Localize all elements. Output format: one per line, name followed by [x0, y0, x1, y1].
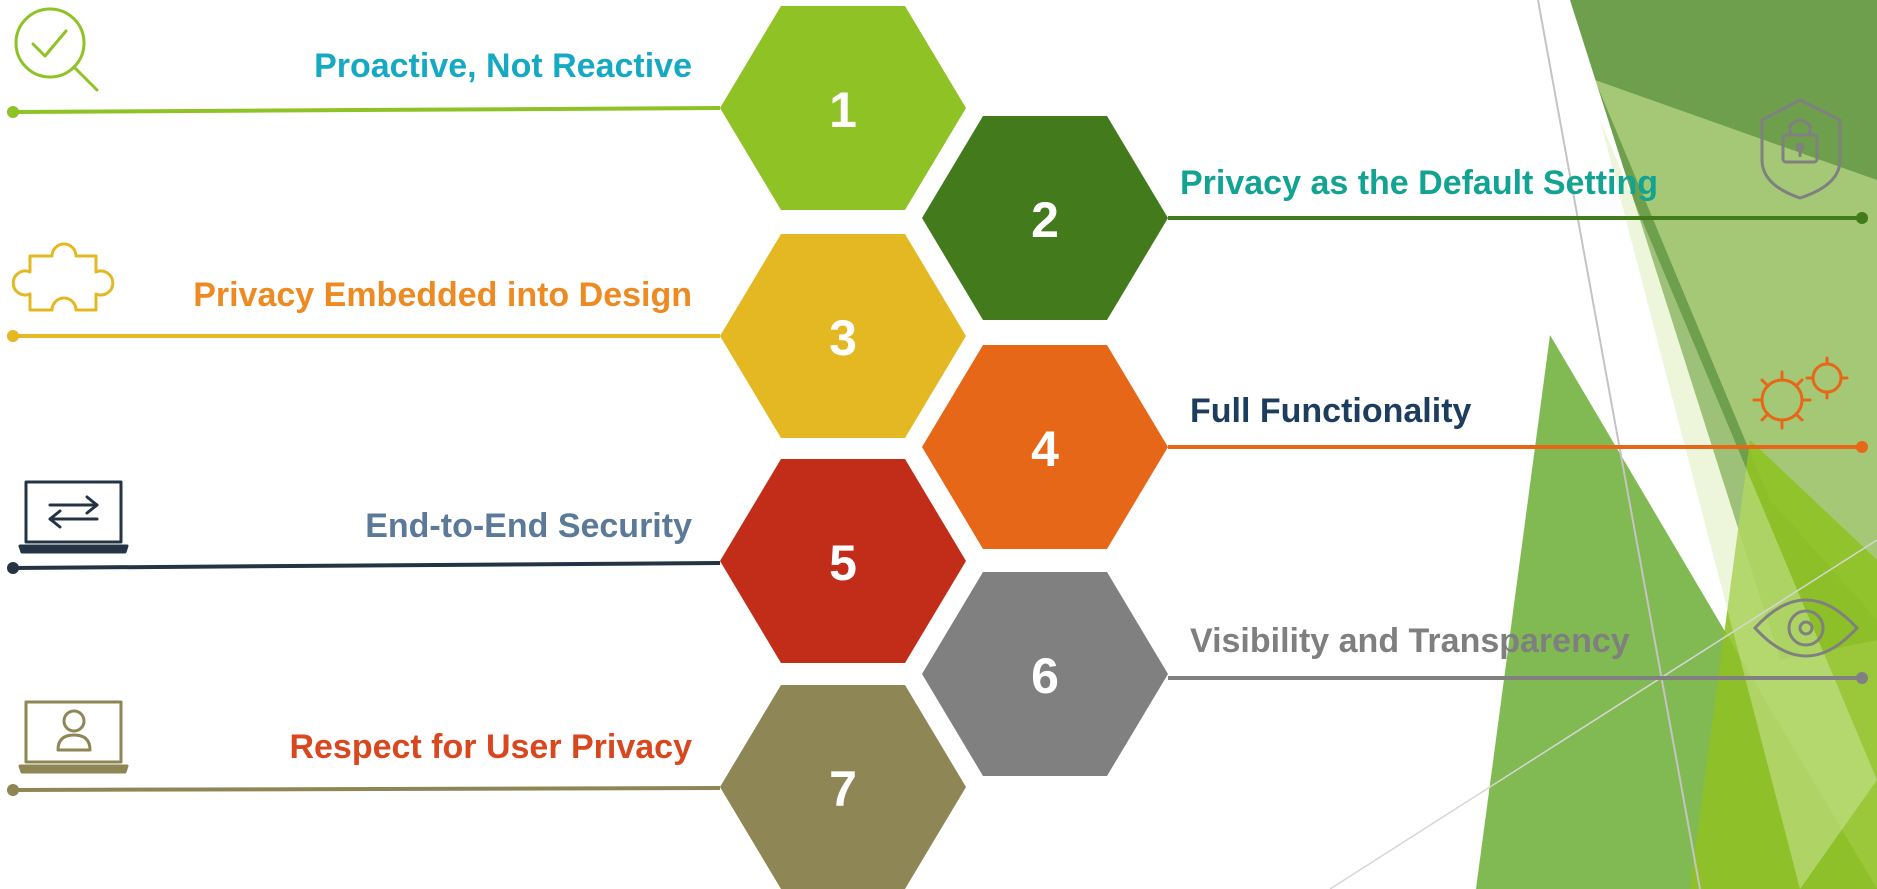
- hexagon-7: 7: [720, 685, 966, 889]
- connector-line-1: [7, 106, 721, 118]
- hexagon-number: 6: [1031, 648, 1059, 704]
- principle-label-4: Full Functionality: [1190, 392, 1472, 430]
- hexagon-4: 4: [922, 345, 1168, 549]
- bg-triangle-palegreen: [1600, 120, 1877, 889]
- principle-label-3: Privacy Embedded into Design: [193, 276, 692, 314]
- hexagon-shape: [922, 345, 1168, 549]
- hexagon-shape: [922, 572, 1168, 776]
- principle-label-6: Visibility and Transparency: [1190, 622, 1630, 660]
- connector-line-2: [1168, 212, 1868, 224]
- bg-triangle-limegreen: [1690, 440, 1877, 889]
- eye-icon: [1752, 598, 1860, 658]
- hexagon-number: 4: [1031, 421, 1059, 477]
- hexagon-1: 1: [720, 6, 966, 210]
- principle-label-1: Proactive, Not Reactive: [314, 47, 692, 85]
- hexagon-6: 6: [922, 572, 1168, 776]
- hexagon-number: 3: [829, 310, 857, 366]
- magnifier-check-icon: [14, 7, 99, 92]
- laptop-transfer-icon: [18, 480, 129, 554]
- connector-line-7: [7, 784, 721, 796]
- hexagon-number: 2: [1031, 192, 1059, 248]
- laptop-user-icon: [18, 700, 129, 774]
- hexagon-shape: [720, 459, 966, 663]
- hexagon-3: 3: [720, 234, 966, 438]
- principle-label-5: End-to-End Security: [365, 507, 692, 545]
- hexagon-shape: [720, 234, 966, 438]
- hexagon-2: 2: [922, 116, 1168, 320]
- shield-lock-icon: [1760, 98, 1842, 200]
- bg-thin-line-2: [1329, 539, 1877, 889]
- hexagon-5: 5: [720, 459, 966, 663]
- connector-line-5: [7, 561, 721, 574]
- hexagon-shape: [720, 6, 966, 210]
- hexagon-shape: [720, 685, 966, 889]
- connector-line-3: [7, 330, 720, 342]
- connector-line-4: [1168, 441, 1868, 453]
- bg-triangle-lightgreen: [1595, 80, 1877, 620]
- hexagon-number: 7: [829, 761, 857, 817]
- bg-thin-line-1: [1537, 0, 1701, 889]
- puzzle-piece-icon: [11, 242, 115, 312]
- principle-label-2: Privacy as the Default Setting: [1180, 164, 1659, 202]
- hexagon-shape: [922, 116, 1168, 320]
- hexagon-number: 5: [829, 535, 857, 591]
- connector-line-6: [1168, 672, 1868, 684]
- principle-label-7: Respect for User Privacy: [289, 728, 692, 766]
- gears-icon: [1752, 356, 1849, 430]
- hexagon-number: 1: [829, 82, 857, 138]
